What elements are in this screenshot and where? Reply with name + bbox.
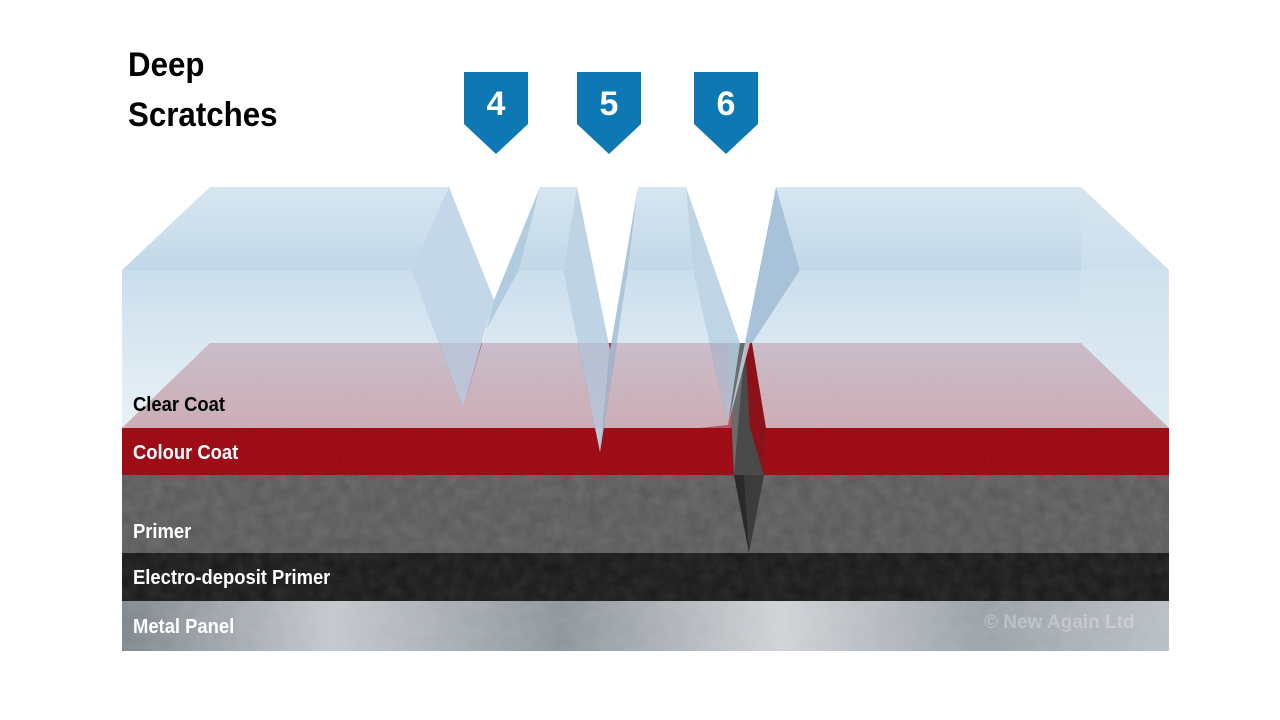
electro-deposit-primer-layer bbox=[122, 553, 1169, 601]
clear-coat-front bbox=[122, 270, 1169, 452]
title-line-2: Scratches bbox=[128, 96, 278, 134]
label-metal-panel: Metal Panel bbox=[133, 616, 235, 638]
label-electro-deposit-primer: Electro-deposit Primer bbox=[133, 567, 331, 589]
metal-panel-layer bbox=[122, 601, 1169, 651]
label-clear-coat: Clear Coat bbox=[133, 394, 226, 416]
primer-layer bbox=[122, 475, 1169, 553]
title-line-1: Deep bbox=[128, 46, 205, 84]
marker-4: 4 bbox=[464, 72, 528, 154]
marker-5: 5 bbox=[577, 72, 641, 154]
scratch-5-walls bbox=[563, 187, 638, 452]
scratch-4-walls bbox=[411, 187, 540, 408]
clear-coat-top bbox=[122, 187, 1169, 270]
marker-6: 6 bbox=[694, 72, 758, 154]
marker-4-number: 4 bbox=[486, 85, 506, 123]
copyright-watermark: © New Again Ltd bbox=[984, 612, 1135, 633]
label-colour-coat: Colour Coat bbox=[133, 442, 239, 464]
scratch-6-walls bbox=[686, 187, 800, 425]
label-primer: Primer bbox=[133, 521, 192, 543]
marker-6-number: 6 bbox=[716, 85, 736, 123]
marker-shape-icon bbox=[464, 72, 528, 154]
marker-shape-icon bbox=[694, 72, 758, 154]
clear-coat-right-edge bbox=[1081, 187, 1169, 428]
marker-5-number: 5 bbox=[599, 85, 619, 123]
colour-coat-front bbox=[122, 428, 1169, 475]
page-title: Deep Scratches bbox=[128, 40, 278, 140]
marker-shape-icon bbox=[577, 72, 641, 154]
